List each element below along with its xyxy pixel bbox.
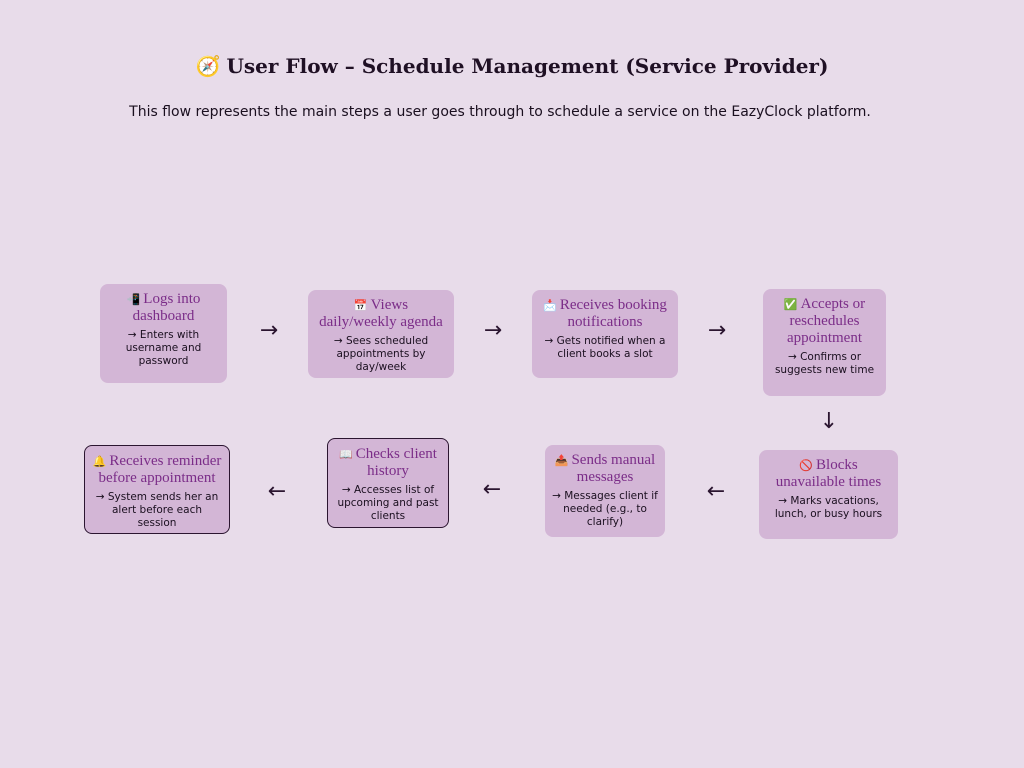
flow-step-receives-reminder: 🔔Receives reminder before appointment → … — [84, 445, 230, 534]
arrow-down-icon: ↓ — [819, 409, 839, 434]
page-title: 🧭User Flow – Schedule Management (Servic… — [0, 54, 1024, 78]
step-title: Receives booking notifications — [559, 297, 667, 330]
flow-step-checks-client-history: 📖Checks client history → Accesses list o… — [327, 438, 449, 528]
page-subtitle: This flow represents the main steps a us… — [129, 104, 871, 120]
step-description: → Gets notified when a client books a sl… — [544, 335, 666, 360]
arrow-right-icon: → — [483, 318, 503, 343]
envelope-icon: 📩 — [543, 299, 557, 312]
step-title: Accepts or reschedules appointment — [787, 296, 866, 346]
step-description: → Confirms or suggests new time — [774, 351, 875, 376]
flow-step-receives-booking-notifications: 📩Receives booking notifications → Gets n… — [532, 290, 678, 378]
step-description: → Marks vacations, lunch, or busy hours — [774, 495, 883, 520]
flow-step-views-agenda: 📅Views daily/weekly agenda → Sees schedu… — [308, 290, 454, 378]
calendar-icon: 📅 — [353, 299, 368, 312]
flow-step-sends-manual-messages: 📤Sends manual messages → Messages client… — [545, 445, 665, 537]
checkmark-icon: ✅ — [783, 298, 798, 311]
phone-login-icon: 📲 — [126, 293, 141, 306]
arrow-left-icon: ← — [482, 477, 502, 502]
arrow-right-icon: → — [259, 318, 279, 343]
step-title: Checks client history — [355, 446, 437, 479]
step-title: Views daily/weekly agenda — [319, 297, 443, 330]
step-description: → System sends her an alert before each … — [95, 491, 219, 529]
flow-step-blocks-unavailable-times: 🚫Blocks unavailable times → Marks vacati… — [759, 450, 898, 539]
prohibited-icon: 🚫 — [799, 459, 814, 472]
step-description: → Sees scheduled appointments by day/wee… — [333, 335, 429, 373]
diagram-title: User Flow – Schedule Management (Service… — [226, 54, 829, 78]
arrow-right-icon: → — [707, 318, 727, 343]
step-title: Sends manual messages — [571, 452, 656, 485]
step-title: Receives reminder before appointment — [98, 453, 222, 486]
outbox-icon: 📤 — [554, 454, 569, 467]
step-description: → Messages client if needed (e.g., to cl… — [552, 490, 658, 528]
flow-step-logs-into-dashboard: 📲Logs into dashboard → Enters with usern… — [100, 284, 227, 383]
compass-icon: 🧭 — [195, 54, 221, 78]
open-book-icon: 📖 — [339, 448, 353, 461]
arrow-left-icon: ← — [267, 479, 287, 504]
step-description: → Accesses list of upcoming and past cli… — [337, 484, 439, 522]
flow-step-accepts-or-reschedules: ✅Accepts or reschedules appointment → Co… — [763, 289, 886, 396]
arrow-left-icon: ← — [706, 479, 726, 504]
bell-icon: 🔔 — [92, 455, 107, 468]
step-title: Blocks unavailable times — [775, 457, 882, 490]
step-title: Logs into dashboard — [132, 291, 201, 324]
step-description: → Enters with username and password — [125, 329, 202, 367]
